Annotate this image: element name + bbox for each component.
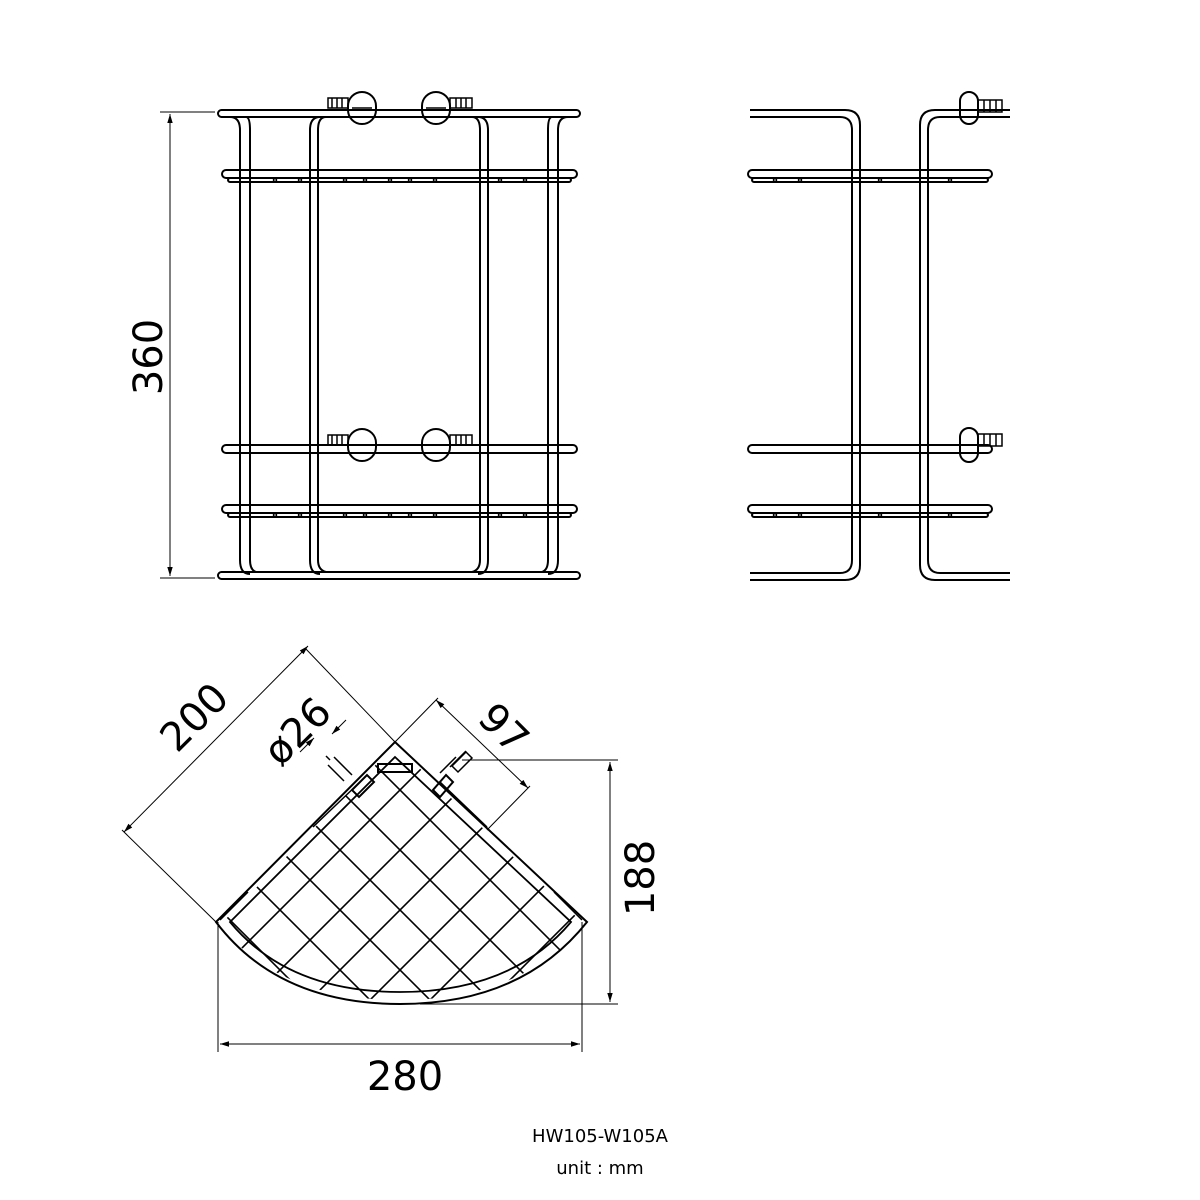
width-dimension: 280 bbox=[217, 922, 583, 1100]
height-label: 360 bbox=[126, 319, 172, 395]
front-view bbox=[217, 91, 581, 580]
diameter-dimension: ø26 bbox=[255, 689, 347, 775]
offset-label: 97 bbox=[469, 695, 538, 764]
model-number: HW105-W105A bbox=[532, 1126, 669, 1147]
diameter-label: ø26 bbox=[255, 689, 341, 775]
diagonal-label: 200 bbox=[152, 675, 239, 762]
depth-label: 188 bbox=[618, 840, 664, 916]
height-dimension: 360 bbox=[126, 111, 215, 579]
top-view: 200 ø26 97 188 280 bbox=[121, 645, 664, 1100]
side-view bbox=[747, 91, 1010, 581]
unit-label: unit : mm bbox=[556, 1158, 643, 1179]
depth-dimension: 188 bbox=[420, 759, 664, 1005]
width-label: 280 bbox=[367, 1054, 443, 1100]
